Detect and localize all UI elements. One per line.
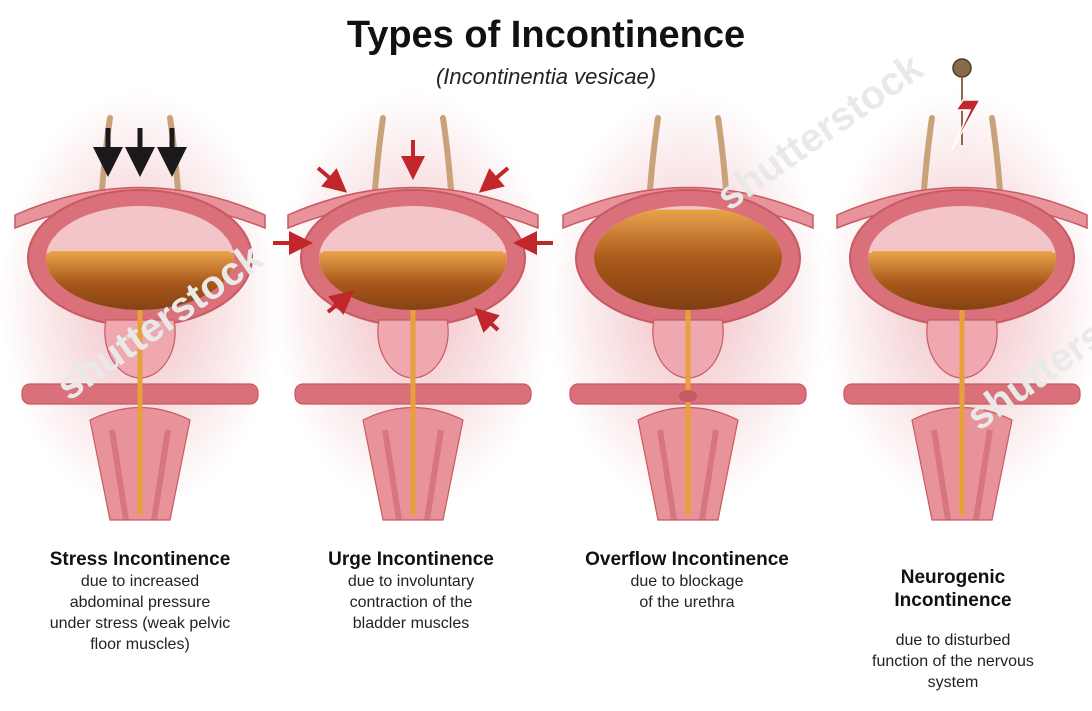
caption-overflow: Overflow Incontinence due to blockage of… — [552, 548, 822, 613]
caption-urge-description: due to involuntary contraction of the bl… — [276, 571, 546, 634]
caption-urge: Urge Incontinence due to involuntary con… — [276, 548, 546, 634]
caption-neurogenic-heading: Neurogenic Incontinence — [818, 566, 1088, 612]
caption-neurogenic: Neurogenic Incontinence due to disturbed… — [818, 548, 1088, 711]
caption-neurogenic-description: due to disturbed function of the nervous… — [818, 630, 1088, 693]
caption-overflow-heading: Overflow Incontinence — [552, 548, 822, 571]
neuron-icon — [953, 59, 971, 77]
caption-stress: Stress Incontinence due to increased abd… — [5, 548, 275, 655]
caption-stress-heading: Stress Incontinence — [5, 548, 275, 571]
caption-stress-description: due to increased abdominal pressure unde… — [5, 571, 275, 655]
urethral-blockage — [679, 390, 697, 402]
caption-urge-heading: Urge Incontinence — [276, 548, 546, 571]
caption-overflow-description: due to blockage of the urethra — [552, 571, 822, 613]
panel-neurogenic — [822, 90, 1092, 520]
